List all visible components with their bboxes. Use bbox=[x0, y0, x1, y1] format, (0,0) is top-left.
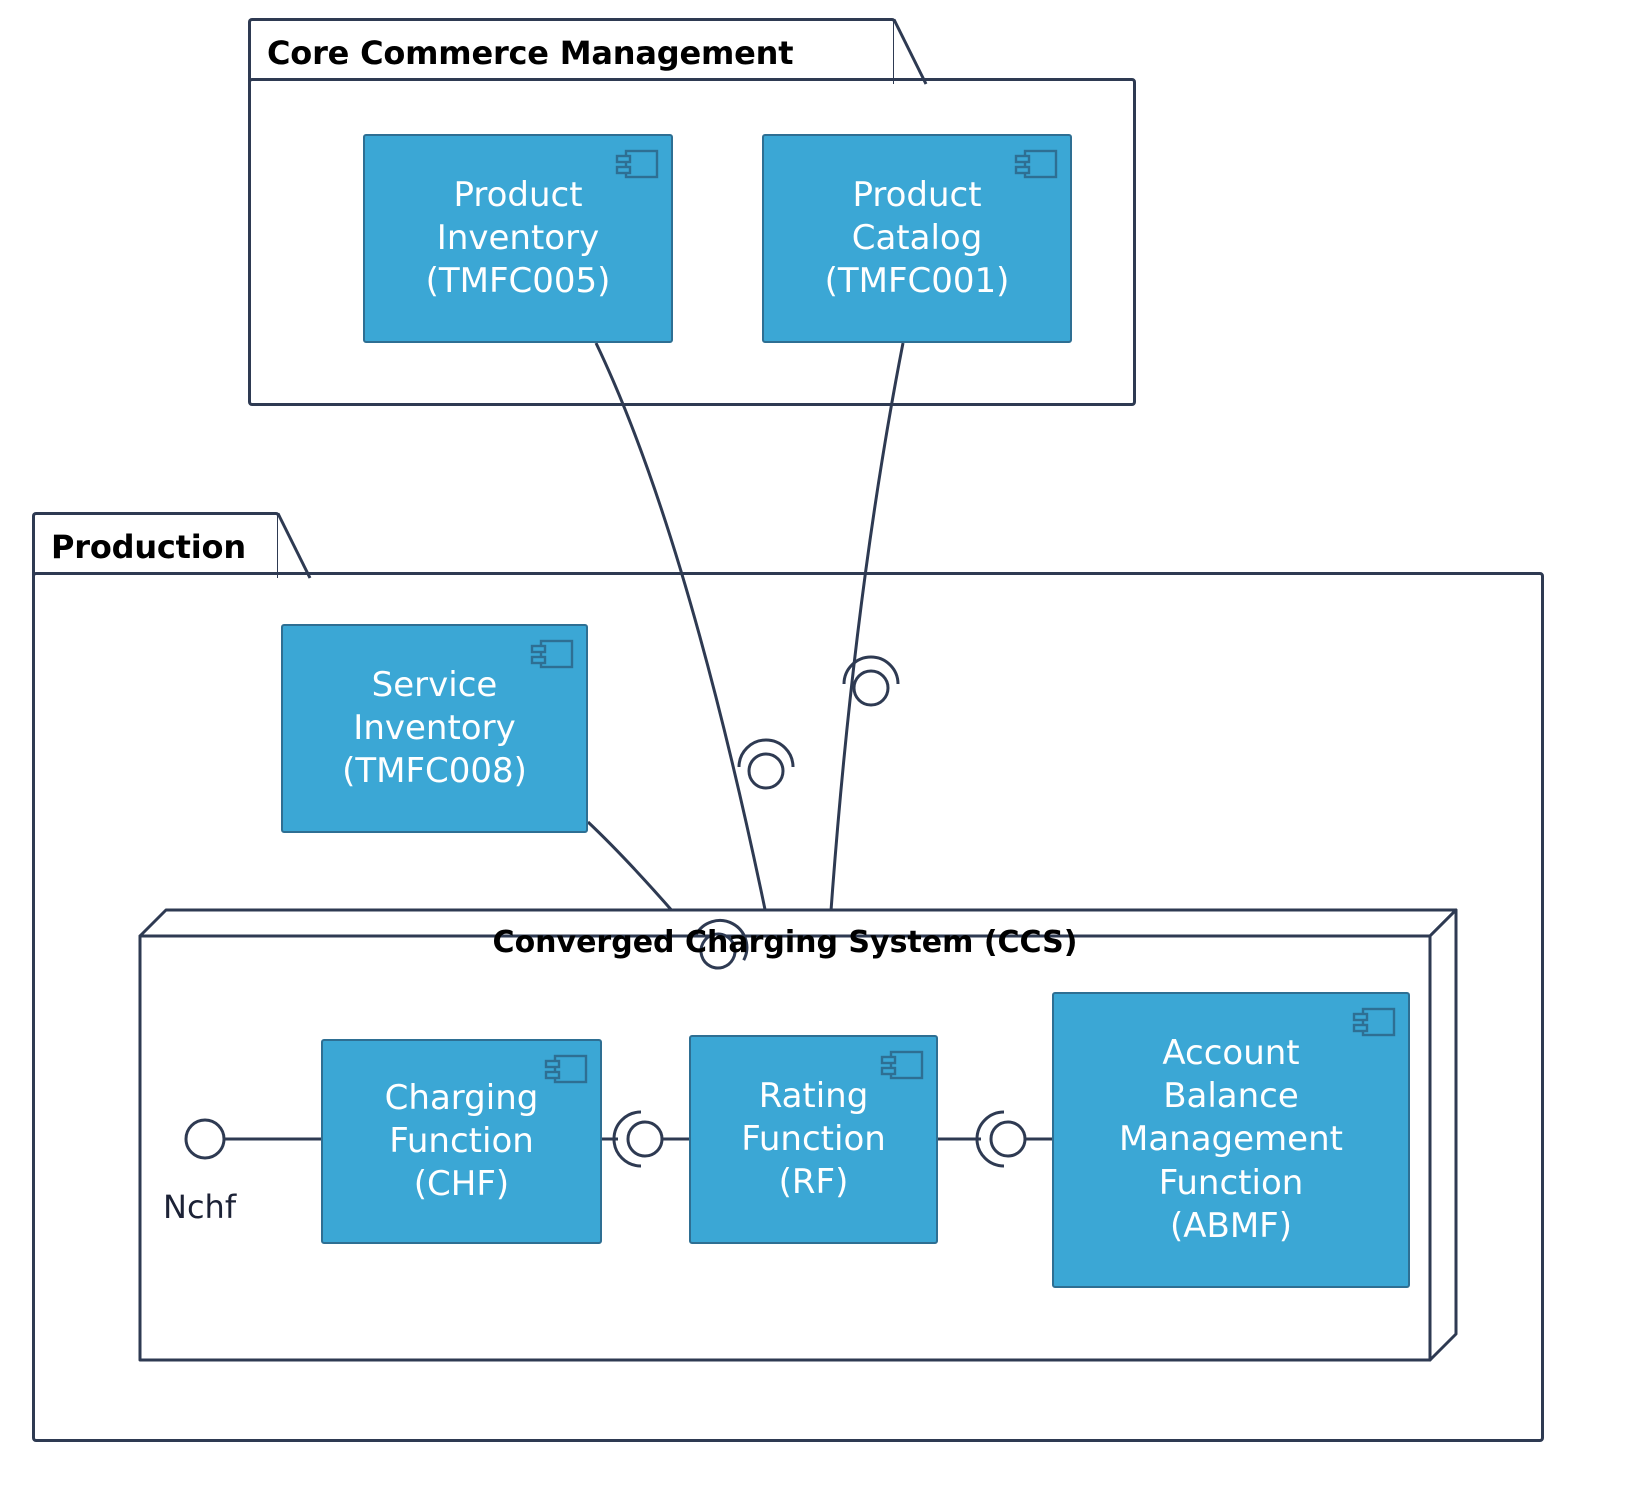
component-label-rating-function: Rating Function (RF) bbox=[741, 1075, 886, 1203]
node-title-converged-charging-system: Converged Charging System (CCS) bbox=[492, 925, 1078, 960]
component-rating-function[interactable]: Rating Function (RF) bbox=[689, 1035, 938, 1244]
package-tab-core-commerce-management: Core Commerce Management bbox=[248, 18, 896, 84]
package-tab-slant-core bbox=[894, 18, 928, 85]
component-label-product-inventory: Product Inventory (TMFC005) bbox=[425, 174, 611, 302]
component-label-service-inventory: Service Inventory (TMFC008) bbox=[342, 664, 527, 792]
component-label-account-balance-management-function: Account Balance Management Function (ABM… bbox=[1119, 1033, 1343, 1246]
component-product-inventory[interactable]: Product Inventory (TMFC005) bbox=[363, 134, 673, 343]
component-product-catalog[interactable]: Product Catalog (TMFC001) bbox=[762, 134, 1072, 343]
package-label-production: Production bbox=[51, 527, 246, 566]
component-label-charging-function: Charging Function (CHF) bbox=[384, 1077, 539, 1205]
package-tab-slant-production bbox=[278, 512, 312, 579]
interface-label-nchf: Nchf bbox=[163, 1188, 237, 1226]
package-core-commerce-management bbox=[248, 78, 1136, 406]
package-production bbox=[32, 572, 1544, 1442]
component-service-inventory[interactable]: Service Inventory (TMFC008) bbox=[281, 624, 588, 833]
component-account-balance-management-function[interactable]: Account Balance Management Function (ABM… bbox=[1052, 992, 1410, 1288]
package-tab-production: Production bbox=[32, 512, 280, 578]
component-label-product-catalog: Product Catalog (TMFC001) bbox=[824, 174, 1010, 302]
component-charging-function[interactable]: Charging Function (CHF) bbox=[321, 1039, 602, 1244]
package-label-core-commerce-management: Core Commerce Management bbox=[267, 33, 794, 72]
